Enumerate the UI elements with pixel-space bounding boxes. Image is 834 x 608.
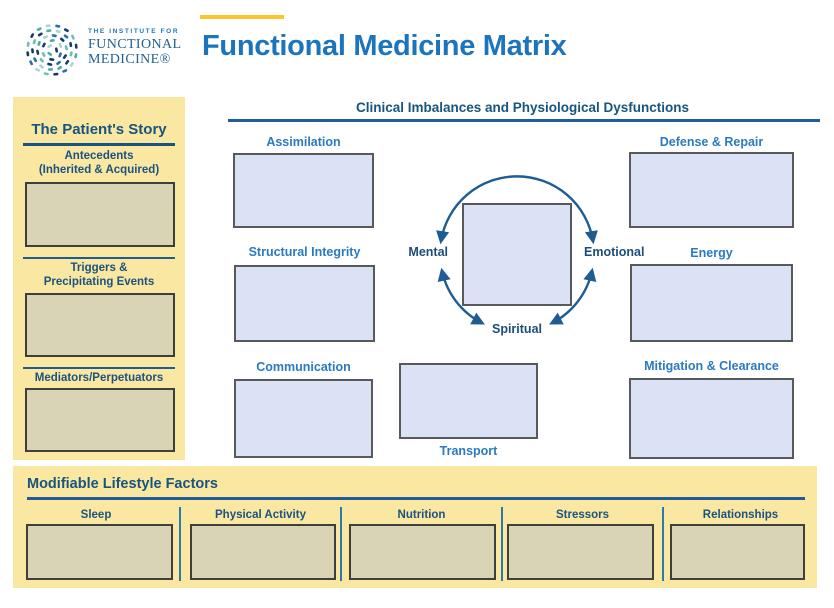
lifestyle-factors-panel: Modifiable Lifestyle Factors Sleep Physi…	[13, 466, 817, 588]
logo-line1: THE INSTITUTE FOR	[88, 28, 180, 35]
clinical-rule	[228, 119, 820, 122]
defense-repair-field[interactable]	[629, 152, 794, 228]
triggers-field[interactable]	[25, 293, 175, 357]
energy-label: Energy	[690, 246, 733, 260]
section-divider	[23, 257, 175, 259]
transport-label: Transport	[439, 444, 498, 458]
page-title: Functional Medicine Matrix	[202, 30, 567, 62]
logo-line3: MEDICINE®	[88, 52, 171, 67]
clinical-heading: Clinical Imbalances and Physiological Dy…	[355, 100, 690, 115]
ifm-logo: THE INSTITUTE FOR FUNCTIONAL MEDICINE®	[22, 20, 192, 82]
column-divider	[501, 507, 503, 581]
logo-line2: FUNCTIONAL	[88, 37, 182, 52]
physical-activity-label: Physical Activity	[215, 509, 306, 521]
relationships-label: Relationships	[702, 509, 779, 521]
ifm-logo-mark-icon	[26, 24, 78, 76]
communication-field[interactable]	[234, 379, 373, 458]
assimilation-label: Assimilation	[266, 135, 341, 149]
mitigation-clearance-field[interactable]	[629, 378, 794, 459]
energy-field[interactable]	[630, 264, 793, 342]
mitigation-clearance-label: Mitigation & Clearance	[644, 359, 779, 373]
communication-label: Communication	[256, 360, 351, 374]
defense-repair-label: Defense & Repair	[659, 135, 764, 149]
patient-story-panel: The Patient's Story Antecedents (Inherit…	[13, 97, 185, 460]
lifestyle-heading: Modifiable Lifestyle Factors	[27, 476, 218, 492]
column-divider	[179, 507, 181, 581]
mediators-field[interactable]	[25, 388, 175, 452]
patient-story-rule	[23, 143, 175, 146]
center-core-field[interactable]	[462, 203, 572, 306]
emotional-label: Emotional	[584, 245, 645, 259]
antecedents-field[interactable]	[25, 182, 175, 247]
relationships-field[interactable]	[670, 524, 805, 580]
mediators-label: Mediators/Perpetuators	[34, 372, 164, 384]
column-divider	[340, 507, 342, 581]
patient-story-heading: The Patient's Story	[31, 121, 167, 138]
assimilation-field[interactable]	[233, 153, 374, 228]
structural-integrity-field[interactable]	[234, 265, 375, 342]
structural-integrity-label: Structural Integrity	[248, 245, 361, 259]
triggers-label: Triggers & Precipitating Events	[43, 262, 155, 288]
ifm-logo-text: THE INSTITUTE FOR FUNCTIONAL MEDICINE®	[88, 28, 181, 67]
nutrition-field[interactable]	[349, 524, 496, 580]
antecedents-label: Antecedents (Inherited & Acquired)	[38, 150, 160, 176]
sleep-field[interactable]	[26, 524, 173, 580]
transport-field[interactable]	[399, 363, 538, 439]
spiritual-label: Spiritual	[491, 322, 542, 336]
physical-activity-field[interactable]	[190, 524, 336, 580]
mental-label: Mental	[408, 245, 448, 259]
sleep-label: Sleep	[80, 509, 112, 521]
lifestyle-rule	[27, 497, 805, 500]
section-divider	[23, 367, 175, 369]
column-divider	[662, 507, 664, 581]
stressors-label: Stressors	[555, 509, 610, 521]
stressors-field[interactable]	[507, 524, 654, 580]
nutrition-label: Nutrition	[397, 509, 446, 521]
yellow-accent-dash	[200, 15, 284, 19]
